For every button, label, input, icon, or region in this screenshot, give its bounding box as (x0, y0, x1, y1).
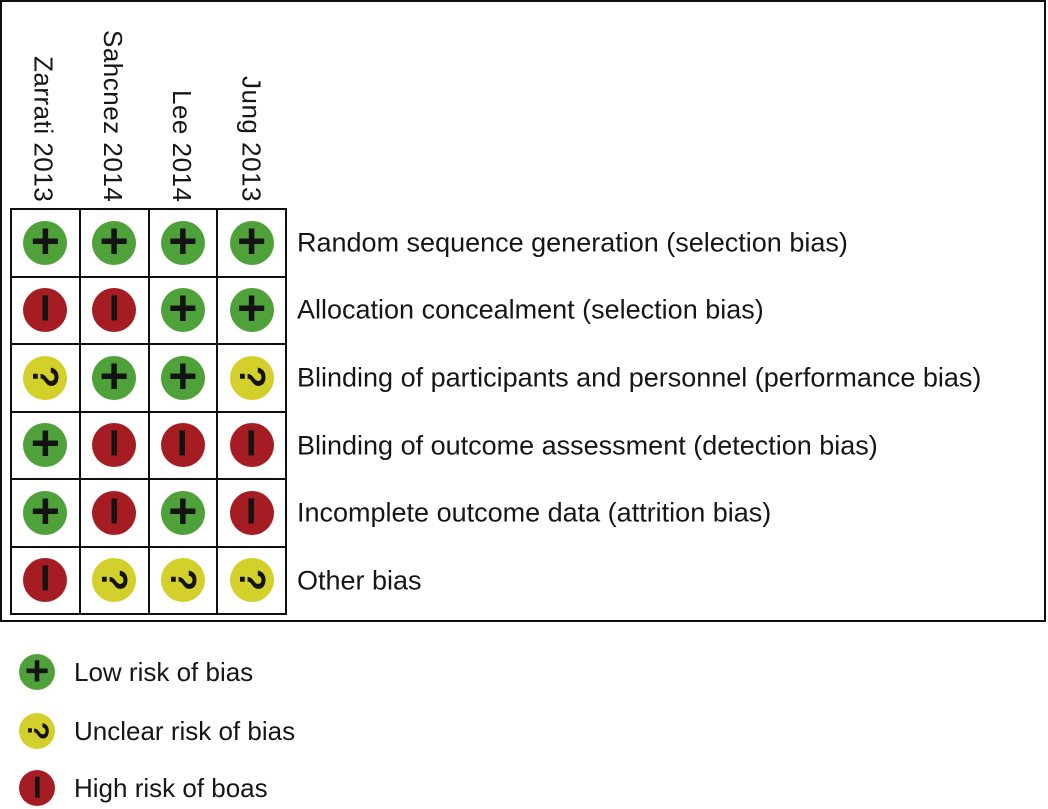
legend-row: −High risk of boas (14, 770, 268, 806)
low-risk-icon: + (23, 486, 68, 536)
risk-cell: ? (79, 546, 149, 614)
risk-cell: + (11, 479, 80, 547)
low-risk-icon: + (19, 649, 55, 691)
risk-symbol: ? (25, 366, 67, 389)
risk-symbol: − (154, 428, 211, 458)
risk-symbol: − (86, 496, 143, 526)
risk-symbol: + (99, 212, 129, 269)
legend-label: Unclear risk of bias (74, 715, 296, 746)
study-column-header: Jung 2013 (236, 76, 267, 202)
risk-symbol: ? (231, 568, 273, 591)
risk-cell: − (217, 479, 286, 547)
high-risk-icon: − (14, 770, 61, 806)
risk-of-bias-grid: ++++−−++?++?+−−−+−+−−??? (10, 208, 287, 615)
risk-cell: + (79, 344, 149, 412)
low-risk-icon: + (92, 351, 137, 401)
unclear-risk-icon: ? (229, 355, 274, 400)
high-risk-icon: − (17, 288, 74, 333)
high-risk-icon: − (86, 423, 143, 468)
risk-cell: + (148, 344, 218, 412)
legend-row: + Low risk of bias (19, 649, 254, 691)
high-risk-icon: − (223, 490, 280, 535)
risk-symbol: + (30, 415, 60, 472)
unclear-risk-icon: ? (23, 355, 68, 400)
bias-domain-label: Allocation concealment (selection bias) (297, 294, 764, 325)
unclear-risk-icon: ? (92, 558, 137, 603)
low-risk-icon: + (23, 216, 68, 266)
risk-symbol: + (237, 280, 267, 337)
risk-symbol: ? (20, 721, 54, 740)
risk-symbol: − (86, 293, 143, 323)
risk-symbol: + (24, 646, 50, 694)
risk-cell: + (217, 276, 286, 344)
low-risk-icon: + (160, 486, 205, 536)
risk-cell: − (79, 411, 149, 479)
legend-label: Low risk of bias (74, 656, 254, 687)
low-risk-icon: + (160, 283, 205, 333)
high-risk-icon: − (154, 423, 211, 468)
low-risk-icon: + (92, 216, 137, 266)
risk-cell: + (11, 411, 80, 479)
risk-symbol: − (17, 563, 74, 593)
low-risk-icon: + (160, 351, 205, 401)
unclear-risk-icon: ? (160, 558, 205, 603)
risk-cell: − (217, 411, 286, 479)
bias-domain-label: Blinding of participants and personnel (… (297, 362, 982, 393)
risk-cell: − (148, 411, 218, 479)
bias-domain-label: Blinding of outcome assessment (detectio… (297, 430, 878, 461)
risk-cell: + (148, 276, 218, 344)
risk-symbol: + (237, 212, 267, 269)
risk-symbol: ? (94, 568, 136, 591)
risk-symbol: − (14, 774, 61, 799)
risk-symbol: + (168, 212, 198, 269)
high-risk-icon: − (17, 558, 74, 603)
low-risk-icon: + (229, 216, 274, 266)
risk-cell: + (217, 209, 286, 277)
risk-cell: + (148, 479, 218, 547)
risk-cell: + (148, 209, 218, 277)
legend-label: High risk of boas (74, 772, 268, 803)
risk-symbol: − (223, 428, 280, 458)
risk-symbol: + (168, 347, 198, 404)
risk-cell: + (11, 209, 80, 277)
study-column-header: Sahcnez 2014 (97, 29, 128, 202)
risk-symbol: ? (162, 568, 204, 591)
risk-symbol: + (99, 347, 129, 404)
risk-cell: − (79, 276, 149, 344)
low-risk-icon: + (229, 283, 274, 333)
risk-of-bias-figure-frame: Zarrati 2013 Sahcnez 2014 Lee 2014 Jung 201… (0, 0, 1046, 622)
risk-symbol: + (30, 212, 60, 269)
bias-domain-label: Other bias (297, 565, 422, 596)
risk-cell: − (11, 276, 80, 344)
risk-cell: − (79, 479, 149, 547)
risk-symbol: + (168, 482, 198, 539)
risk-symbol: + (168, 280, 198, 337)
risk-cell: ? (148, 546, 218, 614)
risk-symbol: − (86, 428, 143, 458)
study-column-headers: Zarrati 2013 Sahcnez 2014 Lee 2014 Jung 201… (10, 2, 287, 204)
high-risk-icon: − (86, 490, 143, 535)
bias-domain-label: Random sequence generation (selection bi… (297, 227, 848, 258)
risk-symbol: ? (231, 366, 273, 389)
risk-symbol: + (30, 482, 60, 539)
high-risk-icon: − (86, 288, 143, 333)
risk-symbol: − (17, 293, 74, 323)
risk-cell: + (79, 209, 149, 277)
low-risk-icon: + (160, 216, 205, 266)
risk-cell: ? (217, 546, 286, 614)
study-column-header: Lee 2014 (167, 89, 198, 202)
study-column-header: Zarrati 2013 (28, 55, 59, 202)
high-risk-icon: − (223, 423, 280, 468)
unclear-risk-icon: ? (19, 713, 55, 749)
unclear-risk-icon: ? (229, 558, 274, 603)
risk-cell: ? (217, 344, 286, 412)
low-risk-icon: + (23, 418, 68, 468)
risk-symbol: − (223, 496, 280, 526)
risk-cell: − (11, 546, 80, 614)
legend-row: ? Unclear risk of bias (19, 713, 295, 749)
bias-domain-label: Incomplete outcome data (attrition bias) (297, 497, 772, 528)
risk-cell: ? (11, 344, 80, 412)
